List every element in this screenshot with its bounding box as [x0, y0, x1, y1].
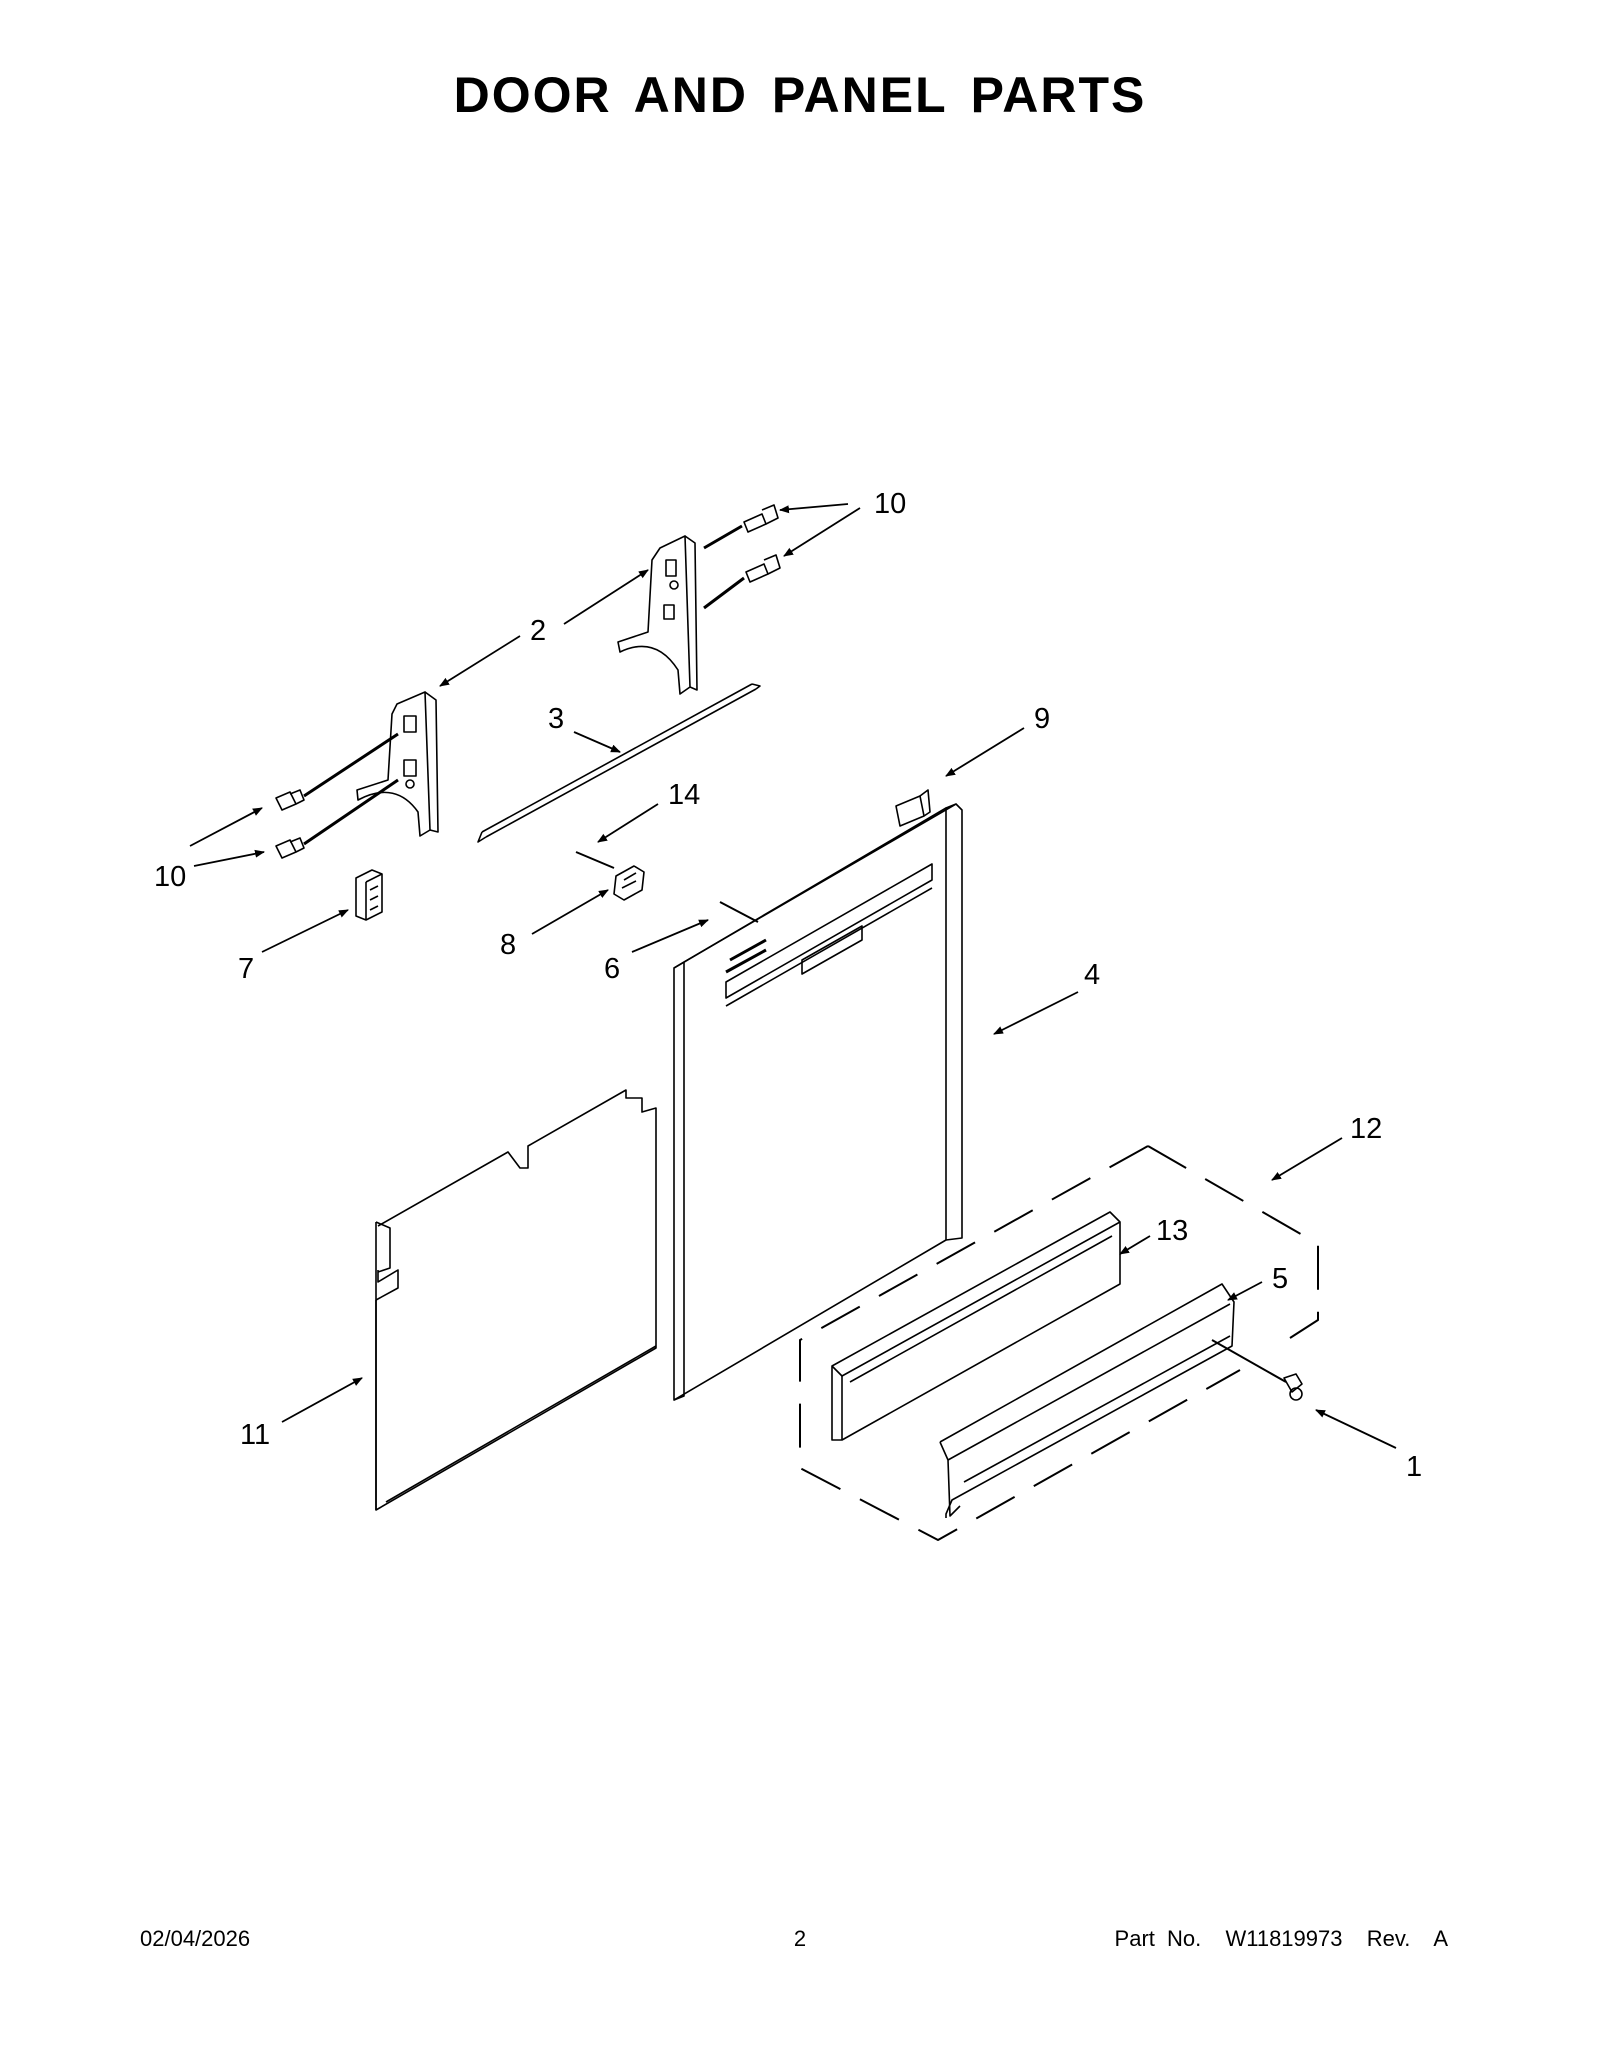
- callout-2: 2: [530, 615, 546, 647]
- clip-screw: [575, 851, 615, 869]
- latch-clip: [613, 865, 645, 901]
- toe-panel: [831, 1211, 1121, 1441]
- hinge-bracket-left: [356, 691, 439, 837]
- callout-5: 5: [1272, 1263, 1288, 1295]
- callout-7: 7: [238, 953, 254, 985]
- door-insulation: [375, 1089, 657, 1511]
- callout-4: 4: [1084, 959, 1100, 991]
- callout-9: 9: [1034, 703, 1050, 735]
- callout-11: 11: [240, 1419, 270, 1451]
- toe-screw: [1283, 1373, 1303, 1401]
- callout-10-lower: 10: [154, 861, 186, 893]
- panel-screw: [719, 901, 759, 923]
- callout-13: 13: [1156, 1215, 1188, 1247]
- hinge-screw-lower-1: [275, 789, 305, 811]
- door-latch-switch: [895, 789, 931, 827]
- hinge-bracket-right: [617, 535, 698, 695]
- footer-date: 02/04/2026: [140, 1926, 251, 1951]
- outer-door-panel: [673, 803, 963, 1401]
- lower-toe-bracket: [939, 1283, 1235, 1518]
- footer-part-number: Part No. W11819973 Rev. A: [1114, 1926, 1448, 1951]
- callout-10-upper: 10: [874, 488, 906, 520]
- door-rod: [477, 683, 761, 843]
- footer-page-number: 2: [793, 1926, 807, 1951]
- hinge-screw-upper-1: [743, 504, 779, 533]
- callout-12: 12: [1350, 1113, 1382, 1145]
- callout-3: 3: [548, 703, 564, 735]
- page-title: DOOR AND PANEL PARTS: [453, 67, 1147, 123]
- callout-1: 1: [1406, 1451, 1422, 1483]
- hinge-screw-lower-2: [275, 837, 305, 859]
- callout-8: 8: [500, 929, 516, 961]
- toe-panel-kit-outline: [799, 1145, 1319, 1541]
- callout-14: 14: [668, 779, 700, 811]
- callout-6: 6: [604, 953, 620, 985]
- door-bumper: [355, 869, 383, 921]
- hinge-screw-upper-2: [745, 554, 781, 583]
